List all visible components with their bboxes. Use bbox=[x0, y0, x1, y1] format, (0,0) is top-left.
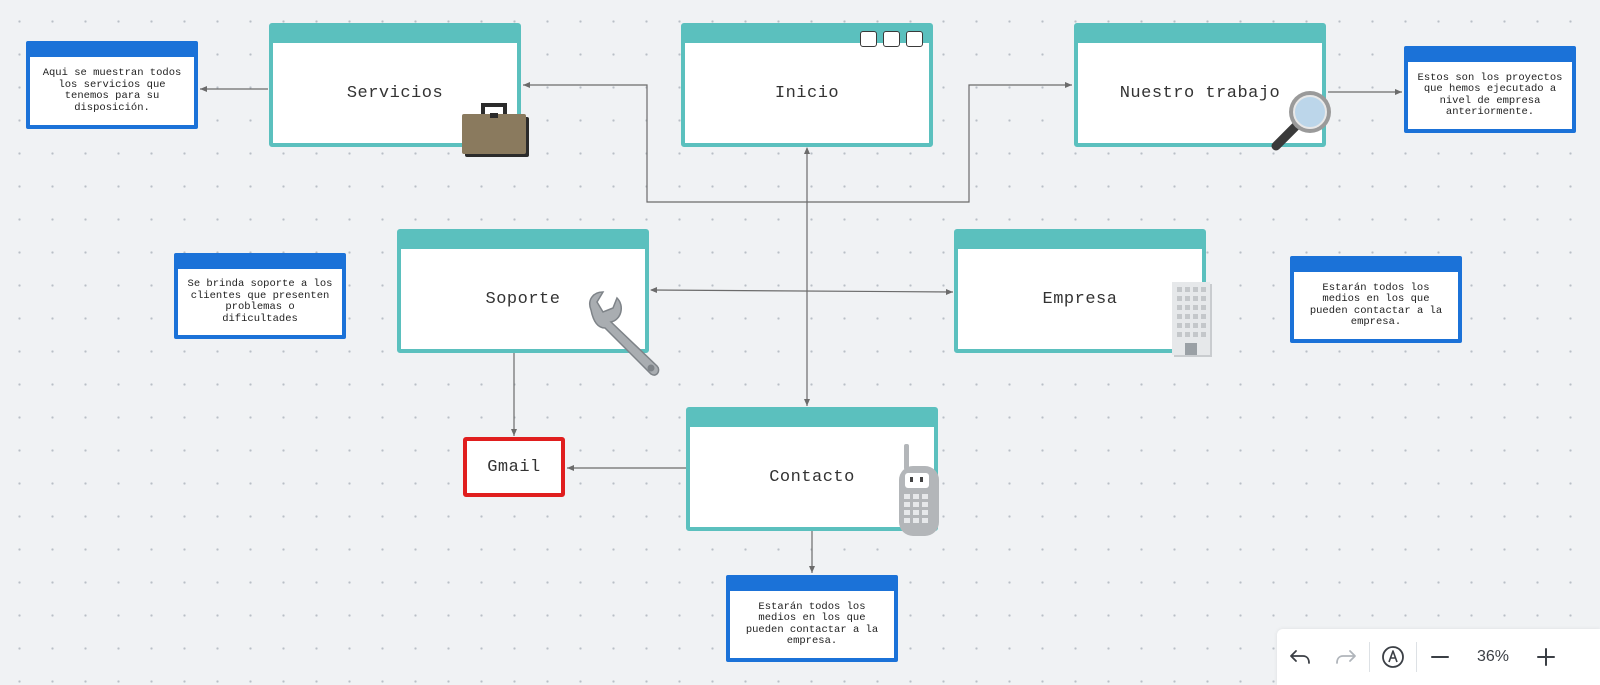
briefcase-icon bbox=[462, 103, 529, 157]
window-controls bbox=[860, 31, 923, 47]
note-empresa-text: Estarán todos los medios en los que pued… bbox=[1309, 281, 1443, 328]
minus-icon bbox=[1431, 656, 1449, 658]
note-contacto-text: Estarán todos los medios en los que pued… bbox=[745, 600, 879, 647]
zoom-in-button[interactable] bbox=[1523, 629, 1569, 685]
pen-icon bbox=[1382, 646, 1404, 668]
building-icon bbox=[1172, 282, 1212, 357]
page-inicio-title: Inicio bbox=[774, 83, 840, 103]
pen-button[interactable] bbox=[1370, 629, 1416, 685]
toolbar-separator bbox=[1369, 642, 1370, 672]
note-soporte-text: Se brinda soporte a los clientes que pre… bbox=[187, 278, 333, 325]
note-soporte[interactable]: Se brinda soporte a los clientes que pre… bbox=[174, 253, 346, 339]
page-empresa-title: Empresa bbox=[1042, 289, 1118, 309]
link-soporte-empresa bbox=[650, 287, 954, 295]
page-empresa[interactable]: Empresa bbox=[954, 229, 1206, 353]
page-nuestro-trabajo[interactable]: Nuestro trabajo bbox=[1074, 23, 1326, 147]
page-gmail-title: Gmail bbox=[487, 457, 541, 477]
zoom-out-button[interactable] bbox=[1417, 629, 1463, 685]
page-contacto[interactable]: Contacto bbox=[686, 407, 938, 531]
note-contacto[interactable]: Estarán todos los medios en los que pued… bbox=[726, 575, 898, 662]
plus-icon bbox=[1537, 648, 1555, 666]
note-empresa[interactable]: Estarán todos los medios en los que pued… bbox=[1290, 256, 1462, 343]
page-contacto-title: Contacto bbox=[769, 467, 855, 487]
undo-icon bbox=[1290, 650, 1310, 664]
toolbar-separator bbox=[1416, 642, 1417, 672]
page-soporte-title: Soporte bbox=[485, 289, 561, 309]
note-servicios[interactable]: Aqui se muestran todos los servicios que… bbox=[26, 41, 198, 129]
redo-icon bbox=[1336, 650, 1356, 664]
note-servicios-text: Aqui se muestran todos los servicios que… bbox=[42, 67, 182, 114]
page-gmail[interactable]: Gmail bbox=[463, 437, 565, 497]
redo-button[interactable] bbox=[1323, 629, 1369, 685]
page-nuestro-trabajo-title: Nuestro trabajo bbox=[1119, 83, 1281, 103]
page-inicio[interactable]: Inicio bbox=[681, 23, 933, 147]
page-servicios-title: Servicios bbox=[346, 83, 444, 103]
mobile-phone-icon bbox=[899, 444, 939, 536]
undo-button[interactable] bbox=[1277, 629, 1323, 685]
zoom-level[interactable]: 36% bbox=[1476, 648, 1510, 665]
page-soporte[interactable]: Soporte bbox=[397, 229, 649, 353]
note-nuestro-trabajo[interactable]: Estos son los proyectos que hemos ejecut… bbox=[1404, 46, 1576, 133]
wrench-icon bbox=[589, 291, 660, 376]
note-nuestro-trabajo-text: Estos son los proyectos que hemos ejecut… bbox=[1417, 71, 1563, 118]
bottom-toolbar: 36% bbox=[1277, 629, 1600, 685]
magnifier-icon bbox=[1271, 91, 1331, 151]
